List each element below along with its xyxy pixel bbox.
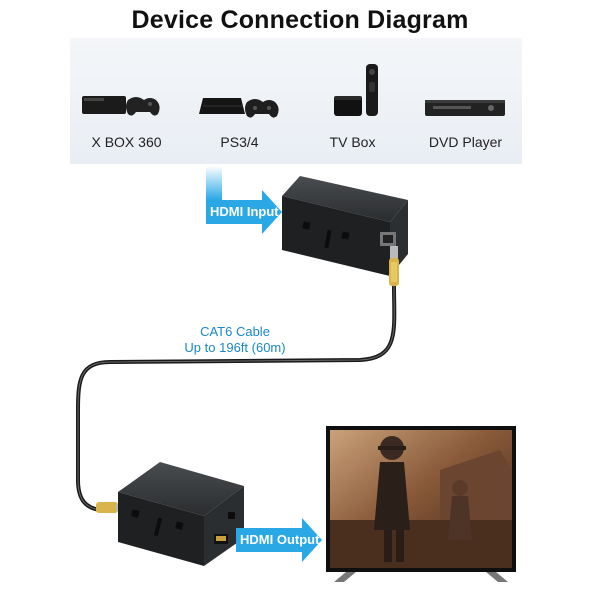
device-ps: PS3/4 — [183, 38, 296, 164]
hdmi-output-label: HDMI Output — [240, 532, 320, 547]
device-panel: X BOX 360 PS3/4 TV Box DVD Player — [70, 38, 522, 164]
input-arrow-stem — [206, 166, 222, 200]
transmitter-box — [282, 176, 408, 276]
rj45-plug-top — [389, 246, 399, 286]
hdmi-input-arrow — [206, 166, 282, 234]
hdmi-output-arrow — [236, 518, 322, 562]
input-arrow-head — [206, 190, 282, 234]
tv-stand-right — [486, 572, 508, 582]
tv-box-icon — [334, 64, 378, 116]
hdmi-input-label: HDMI Input — [210, 204, 279, 219]
xbox-console-icon — [82, 96, 160, 116]
device-tvbox: TV Box — [296, 38, 409, 164]
playstation-console-icon — [199, 98, 279, 118]
device-label: TV Box — [329, 134, 376, 150]
dvd-player-icon — [425, 100, 505, 116]
cable-type: CAT6 Cable — [200, 324, 270, 339]
diagram-title: Device Connection Diagram — [131, 6, 469, 34]
device-dvd: DVD Player — [409, 38, 522, 164]
television — [326, 426, 516, 582]
device-label: PS3/4 — [220, 134, 259, 150]
device-label: DVD Player — [428, 134, 503, 150]
cable-label: CAT6 Cable Up to 196ft (60m) — [160, 324, 310, 356]
device-label: X BOX 360 — [91, 134, 162, 150]
receiver-box — [118, 462, 244, 566]
device-xbox: X BOX 360 — [70, 38, 183, 164]
tv-stand-left — [334, 572, 356, 582]
cable-length: Up to 196ft (60m) — [184, 340, 286, 355]
